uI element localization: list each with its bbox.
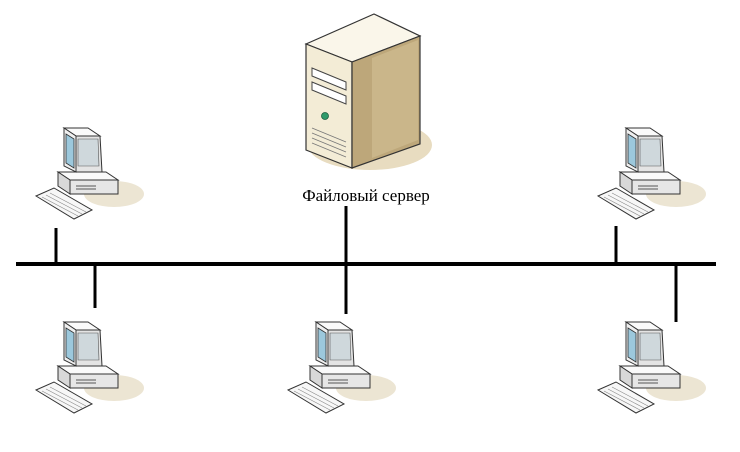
desktop-computer-icon (35, 321, 145, 414)
desktop-computer-icon (597, 127, 707, 220)
desktop-computer-icon (287, 321, 397, 414)
server-label: Файловый сервер (302, 186, 430, 205)
desktop-computer-icon (35, 127, 145, 220)
desktop-computer-icon (597, 321, 707, 414)
tower-server-icon (304, 13, 432, 170)
